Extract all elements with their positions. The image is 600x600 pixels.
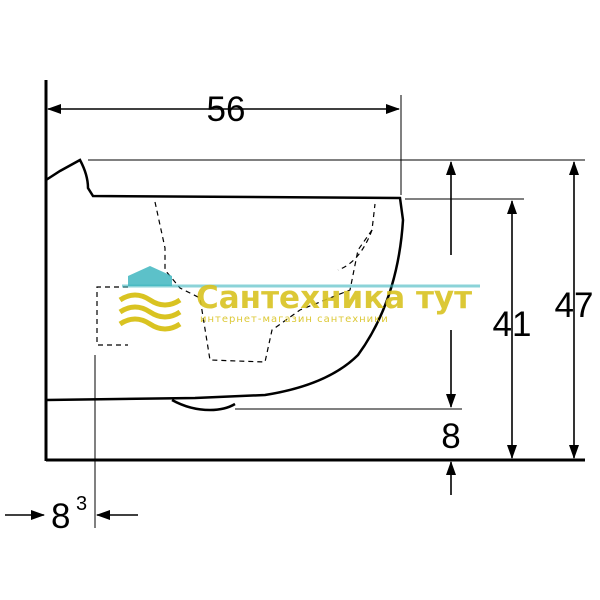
extension-lines bbox=[88, 95, 585, 528]
offset-superscript: 3 bbox=[76, 493, 87, 515]
bidet-outline bbox=[45, 158, 405, 412]
height-total-label: 47 bbox=[555, 286, 594, 325]
watermark: Сантехника тут интернет-магазин сантехни… bbox=[118, 266, 480, 332]
wall-and-floor bbox=[44, 80, 585, 462]
hidden-contours bbox=[96, 201, 376, 363]
height-body-label: 41 bbox=[493, 305, 532, 344]
mount-height-label: 8 bbox=[441, 417, 460, 456]
offset-label: 8 bbox=[51, 497, 70, 536]
depth-label: 56 bbox=[207, 90, 246, 129]
watermark-tagline: интернет-магазин сантехники bbox=[200, 314, 389, 325]
house-logo-icon bbox=[118, 266, 182, 332]
watermark-brand: Сантехника тут bbox=[196, 280, 472, 316]
dimension-lines bbox=[5, 104, 579, 520]
